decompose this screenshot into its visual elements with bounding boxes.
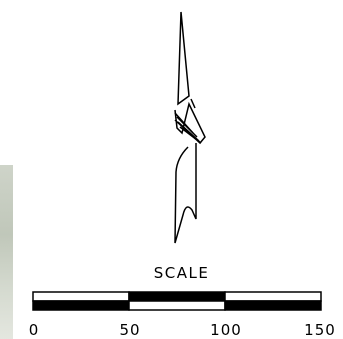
scale-segment-top-2 (128, 291, 226, 302)
scale-title: SCALE (153, 264, 210, 282)
north-arrow-lower-shaft (174, 143, 197, 244)
map-imagery-edge (0, 165, 13, 339)
scale-segment-bottom-2 (128, 300, 226, 311)
north-arrow-icon (174, 11, 206, 244)
scale-tick-label-50: 50 (119, 321, 141, 339)
scale-tick-label-150: 150 (304, 321, 336, 339)
north-arrow-upper-barb (190, 98, 196, 109)
scale-tick-label-0: 0 (28, 321, 40, 339)
scale-segment-top-3 (224, 291, 322, 302)
scale-segment-top-1 (32, 291, 130, 302)
scale-tick-label-100: 100 (210, 321, 242, 339)
scale-segment-bottom-3 (224, 300, 322, 311)
north-arrow-upper-shaft (177, 11, 190, 106)
scale-segment-bottom-1 (32, 300, 130, 311)
